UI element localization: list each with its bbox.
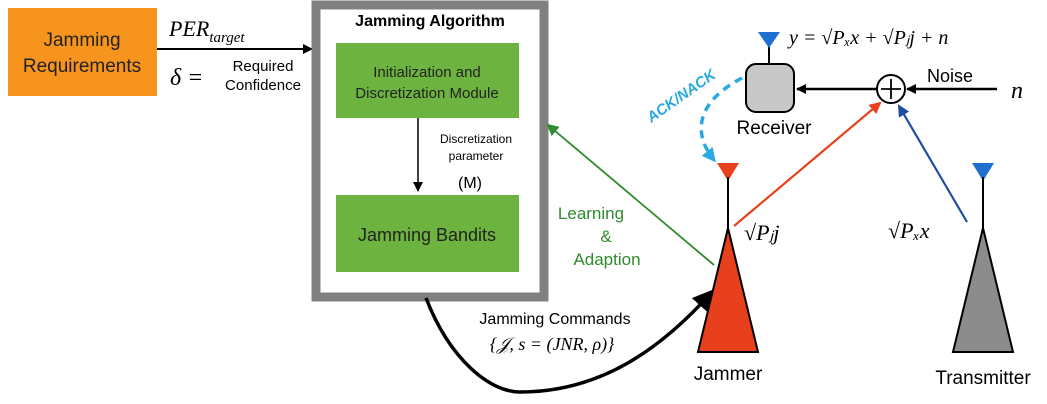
transmitter-body <box>951 227 1015 353</box>
learning-arrow <box>546 123 715 266</box>
discretization-label-line1: Discretization <box>440 132 512 146</box>
bandits-label: Jamming Bandits <box>358 225 496 245</box>
algorithm-title: Jamming Algorithm <box>355 13 505 30</box>
transmitter-antenna-icon <box>972 163 994 181</box>
learning-label-line1: Learning <box>558 204 624 223</box>
discretization-label-line2: parameter <box>449 149 504 163</box>
bandits-box <box>336 195 519 272</box>
noise-label: Noise <box>927 66 973 86</box>
learning-label-line3: Adaption <box>573 250 640 269</box>
commands-formula: {𝒥, s = (JNR, ρ)} <box>490 334 615 355</box>
ack-nack-label: ACK/NACK <box>643 66 720 127</box>
noise-symbol: n <box>1011 78 1023 104</box>
init-module-label-line1: Initialization and <box>373 64 481 81</box>
init-module-label-line2: Discretization Module <box>355 85 498 102</box>
jammer-to-sum-arrow <box>733 101 882 227</box>
receiver-label: Receiver <box>737 118 813 139</box>
ack-nack-arrow <box>699 76 743 163</box>
jammer-signal-label: √Pⱼj <box>744 220 779 245</box>
requirements-box <box>8 8 157 96</box>
learning-label-line2: & <box>600 227 612 246</box>
receiver-antenna-icon <box>758 32 780 48</box>
commands-arrow <box>424 289 715 394</box>
requirements-label-line1: Jamming <box>43 30 120 51</box>
requirements-label-line2: Requirements <box>23 56 141 77</box>
jammer-antenna-icon <box>717 163 739 181</box>
transmitter-label: Transmitter <box>935 368 1031 389</box>
delta-label-line2: Confidence <box>225 77 301 94</box>
jammer-label: Jammer <box>694 364 763 385</box>
transmitter-signal-label: √Pₓx <box>888 218 930 243</box>
per-target-symbol: PERtarget <box>168 16 245 46</box>
discretization-symbol: (M) <box>458 175 482 192</box>
delta-symbol: δ = <box>170 65 203 91</box>
jammer-body <box>696 227 760 353</box>
receiver-box <box>745 63 795 113</box>
transmitter-to-sum-arrow <box>897 104 968 223</box>
received-signal-equation: y = √Pₓx + √Pⱼj + n <box>787 27 948 49</box>
init-module-box <box>336 43 519 118</box>
commands-label: Jamming Commands <box>479 311 630 328</box>
delta-label-line1: Required <box>233 58 294 75</box>
